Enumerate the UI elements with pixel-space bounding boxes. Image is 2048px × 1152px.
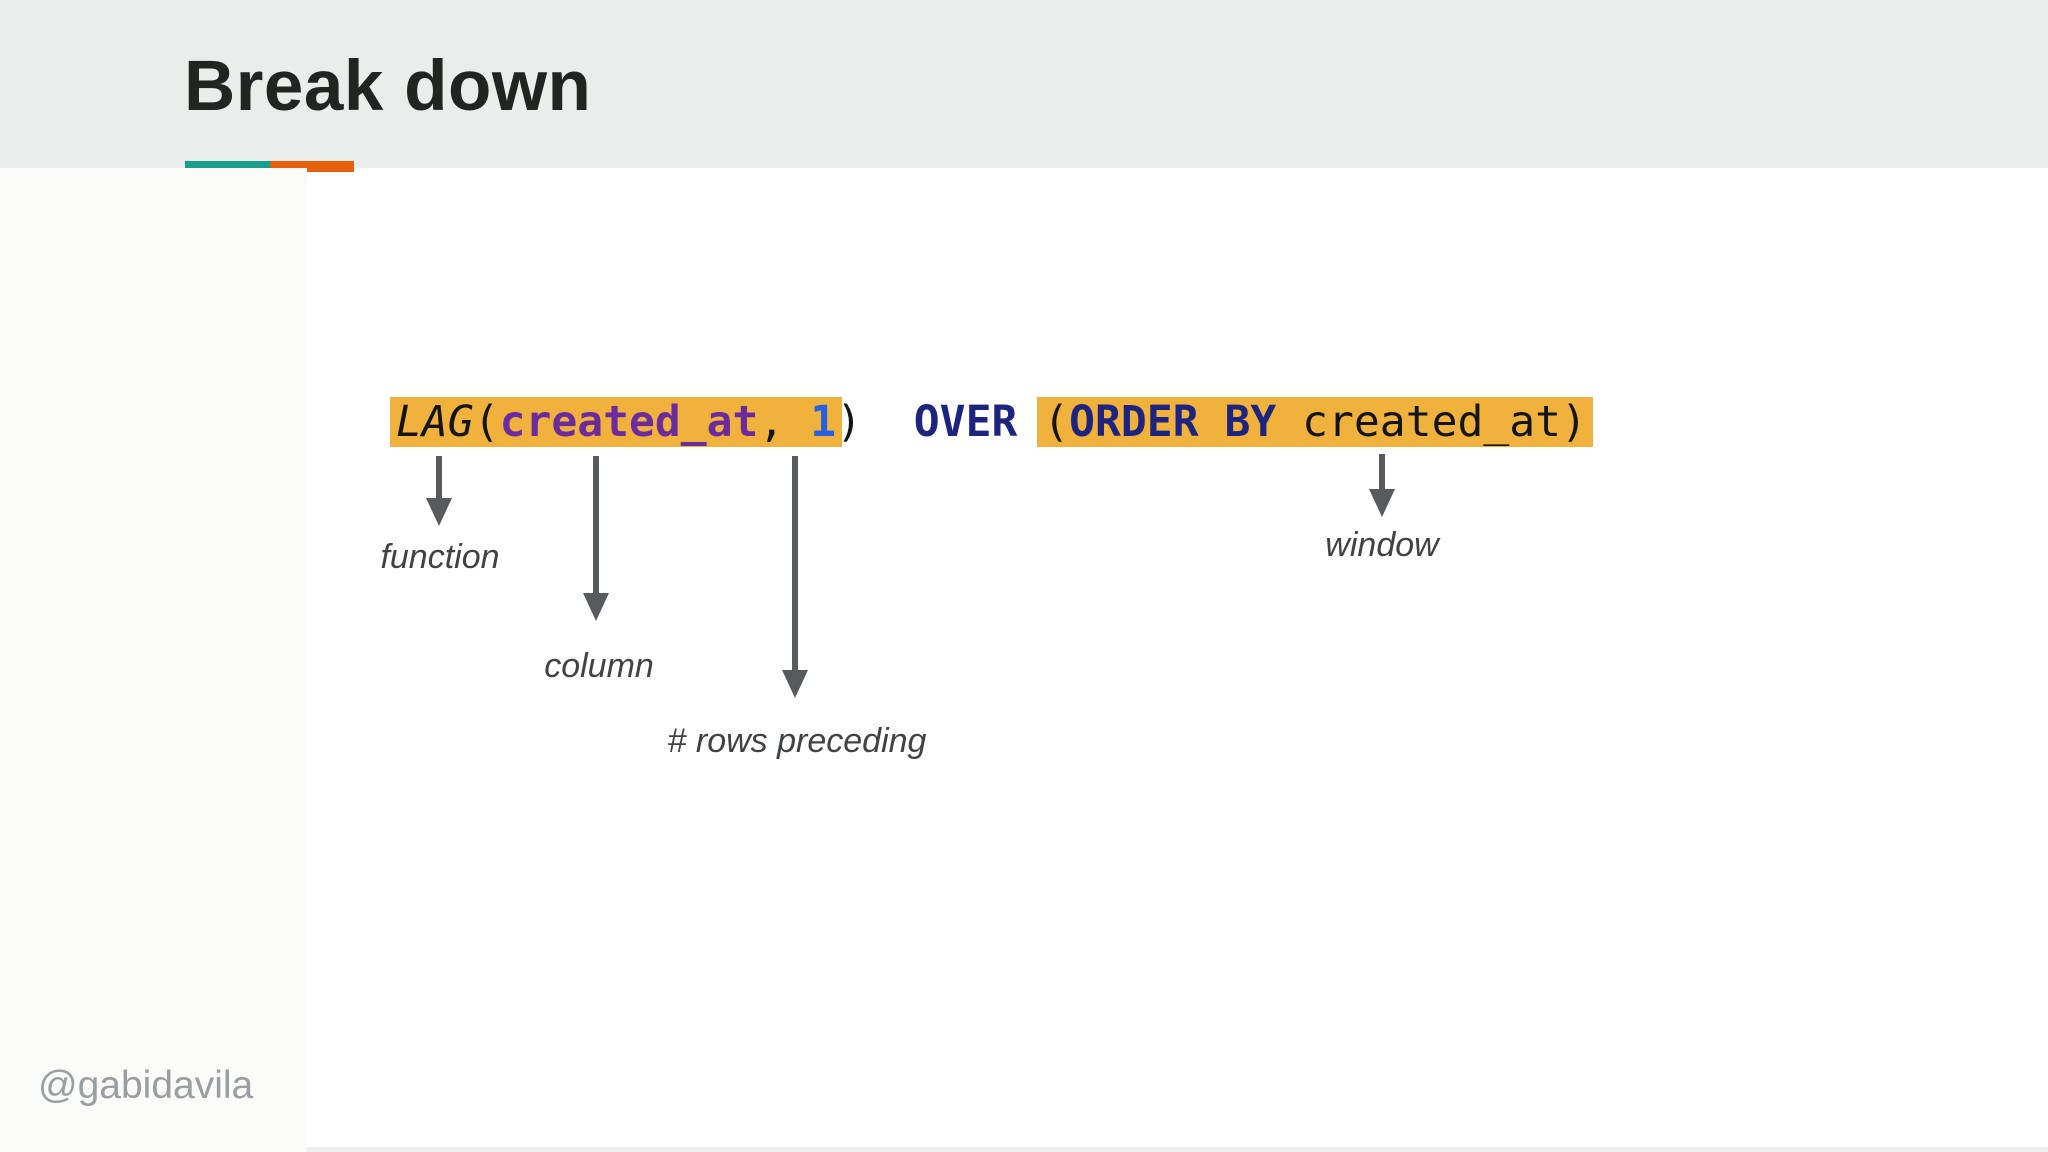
annotation-label-function: function bbox=[380, 538, 500, 576]
code-line: LAG(created_at, 1) OVER (ORDER BY create… bbox=[390, 397, 1593, 448]
code-segment: , bbox=[758, 397, 811, 447]
arrow-head-rows-preceding bbox=[782, 670, 808, 698]
code-segment: created_at bbox=[499, 397, 759, 447]
arrow-head-column bbox=[583, 593, 609, 621]
arrow-line-function bbox=[436, 456, 442, 498]
code-plain: ) OVER bbox=[836, 397, 1043, 447]
arrow-head-function bbox=[426, 498, 452, 526]
code-segment: ( bbox=[1043, 397, 1070, 447]
code-segment: ( bbox=[473, 397, 500, 447]
accent-orange-segment bbox=[270, 161, 354, 172]
annotation-label-column: column bbox=[544, 647, 654, 685]
arrow-line-rows-preceding bbox=[792, 456, 798, 670]
footer-handle: @gabidavila bbox=[38, 1064, 254, 1107]
slide-title: Break down bbox=[184, 47, 592, 126]
code-segment: ) bbox=[1561, 397, 1587, 447]
arrow-line-window bbox=[1379, 454, 1385, 489]
code-segment: OVER bbox=[913, 397, 1018, 447]
code-segment: LAG bbox=[396, 397, 474, 447]
code-segment: 1 bbox=[810, 397, 837, 447]
code-segment bbox=[862, 397, 914, 447]
arrow-line-column bbox=[593, 456, 599, 593]
title-accent-bar bbox=[185, 161, 354, 172]
canvas-left-strip bbox=[0, 168, 307, 1152]
annotation-label-rows-preceding: # rows preceding bbox=[667, 722, 927, 760]
code-segment: ) bbox=[836, 397, 863, 447]
arrow-head-window bbox=[1369, 489, 1395, 517]
canvas-bottom-strip bbox=[307, 1147, 2048, 1152]
code-segment: created_at bbox=[1302, 397, 1562, 447]
code-highlight: (ORDER BY created_at) bbox=[1037, 397, 1593, 447]
code-segment: ORDER BY bbox=[1069, 397, 1277, 447]
code-highlight: LAG(created_at, 1 bbox=[390, 397, 843, 447]
annotation-label-window: window bbox=[1325, 526, 1439, 564]
header-band: Break down bbox=[0, 0, 2048, 172]
accent-teal-segment bbox=[185, 161, 270, 172]
code-segment bbox=[1276, 397, 1302, 447]
